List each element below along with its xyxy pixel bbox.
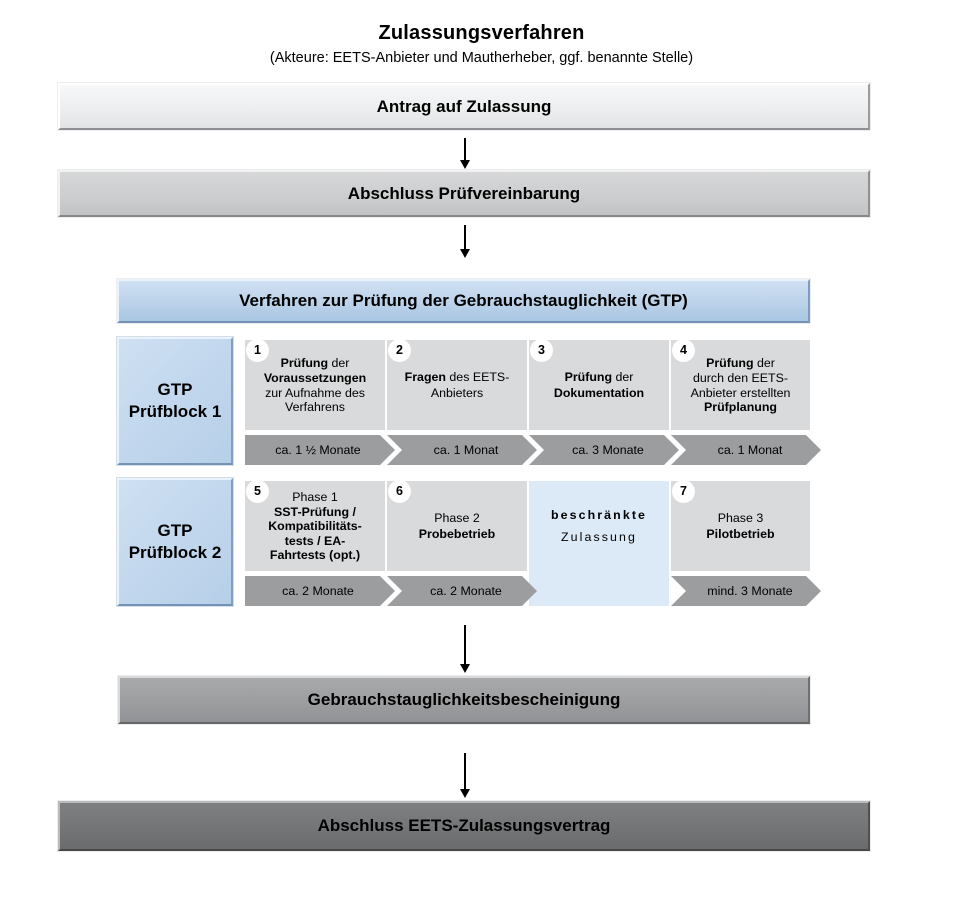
gtp-step-badge-6-number: 6: [396, 484, 403, 499]
gtp-step-badge-7: 7: [672, 480, 695, 503]
connector-arrowhead-2: [460, 249, 470, 258]
gtp-duration-chevron-6-label: ca. 2 Monate: [430, 584, 502, 598]
step-antrag-label: Antrag auf Zulassung: [376, 96, 552, 116]
gtp-step-badge-7-number: 7: [680, 484, 687, 499]
gtp-step-badge-1: 1: [246, 339, 269, 362]
gtp-step-badge-3: 3: [530, 339, 553, 362]
gtp-block-tile-1-line2: Prüfblock 1: [128, 402, 222, 421]
connector-arrow-1: [464, 138, 466, 163]
gtp-duration-chevron-4-label: ca. 1 Monat: [717, 443, 783, 457]
gtp-duration-chevron-7: mind. 3 Monate: [671, 576, 821, 606]
gtp-duration-chevron-3: ca. 3 Monate: [529, 435, 679, 465]
step-bescheinigung-label: Gebrauchstauglichkeitsbescheinigung: [307, 690, 621, 709]
gtp-duration-chevron-5-label: ca. 2 Monate: [282, 584, 354, 598]
gtp-duration-chevron-7-label: mind. 3 Monate: [707, 584, 793, 598]
gtp-duration-chevron-4: ca. 1 Monat: [671, 435, 821, 465]
gtp-duration-chevron-1: ca. 1 ½ Monate: [245, 435, 395, 465]
gtp-block-tile-1-label: GTP Prüfblock 1: [129, 379, 222, 423]
gtp-step-badge-2: 2: [388, 339, 411, 362]
gtp-duration-chevron-1-label: ca. 1 ½ Monate: [275, 443, 361, 457]
connector-arrowhead-1: [460, 160, 470, 169]
gtp-step-badge-6: 6: [388, 480, 411, 503]
step-antrag-auf-zulassung[interactable]: Antrag auf Zulassung: [58, 83, 870, 130]
gtp-step-badge-4: 4: [672, 339, 695, 362]
gtp-step-badge-2-number: 2: [396, 343, 403, 358]
gtp-header-bar[interactable]: Verfahren zur Prüfung der Gebrauchstaugl…: [117, 279, 810, 323]
step-zulassungsvertrag-label: Abschluss EETS-Zulassungsvertrag: [317, 816, 611, 835]
gtp-duration-chevron-5: ca. 2 Monate: [245, 576, 395, 606]
connector-arrowhead-3: [460, 664, 470, 673]
connector-arrow-3: [464, 625, 466, 667]
step-abschluss-eets-zulassungsvertrag[interactable]: Abschluss EETS-Zulassungsvertrag: [58, 801, 870, 851]
gtp-block-tile-2-line2: Prüfblock 2: [128, 543, 222, 562]
gtp-step-box-2[interactable]: Fragen des EETS-Anbieters: [387, 340, 527, 430]
gtp-limited-admission-column: [529, 481, 669, 606]
gtp-block-tile-1-line1: GTP: [157, 379, 193, 399]
gtp-block-tile-2-line1: GTP: [157, 520, 193, 540]
gtp-duration-chevron-2-label: ca. 1 Monat: [433, 443, 499, 457]
gtp-block-tile-1[interactable]: GTP Prüfblock 1: [117, 337, 233, 465]
page-subtitle: (Akteure: EETS-Anbieter und Mautherheber…: [269, 50, 694, 66]
step-gebrauchstauglichkeitsbescheinigung[interactable]: Gebrauchstauglichkeitsbescheinigung: [118, 676, 810, 724]
step-pruefvereinbarung-label: Abschluss Prüfvereinbarung: [347, 183, 581, 203]
gtp-step-badge-3-number: 3: [538, 343, 545, 358]
gtp-duration-chevron-3-label: ca. 3 Monate: [572, 443, 644, 457]
page-title: Zulassungsverfahren: [378, 22, 585, 44]
step-abschluss-pruefvereinbarung[interactable]: Abschluss Prüfvereinbarung: [58, 170, 870, 217]
gtp-step-badge-5: 5: [246, 480, 269, 503]
gtp-duration-chevron-6: ca. 2 Monate: [387, 576, 537, 606]
gtp-block-tile-2-label: GTP Prüfblock 2: [129, 520, 222, 564]
connector-arrow-4: [464, 753, 466, 792]
gtp-block-tile-2[interactable]: GTP Prüfblock 2: [117, 478, 233, 606]
gtp-step-box-2-text: Fragen des EETS-Anbieters: [404, 369, 510, 400]
connector-arrowhead-4: [460, 789, 470, 798]
connector-arrow-2: [464, 225, 466, 252]
gtp-step-badge-4-number: 4: [680, 343, 687, 358]
gtp-step-badge-5-number: 5: [254, 484, 261, 499]
gtp-step-badge-1-number: 1: [254, 343, 261, 358]
gtp-header-label: Verfahren zur Prüfung der Gebrauchstaugl…: [239, 291, 688, 310]
gtp-duration-chevron-2: ca. 1 Monat: [387, 435, 537, 465]
